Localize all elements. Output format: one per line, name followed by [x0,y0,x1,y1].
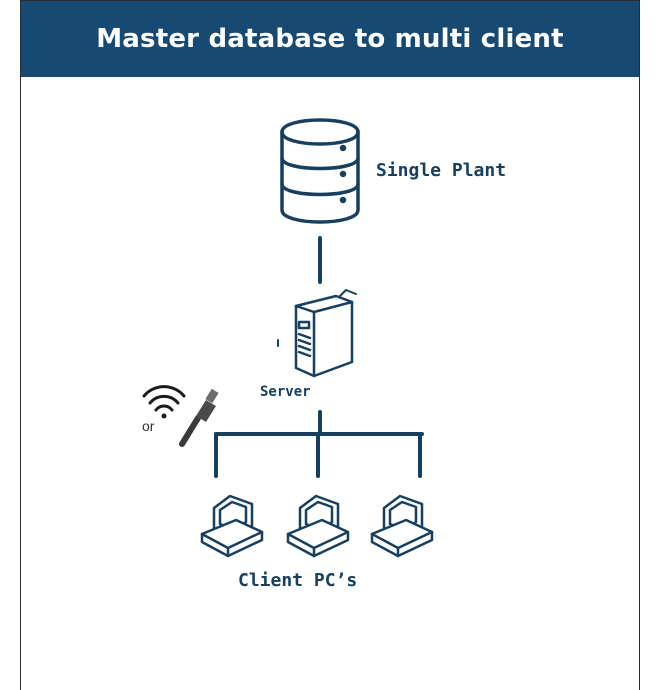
desktop-computer-icon [286,494,350,558]
database-icon [280,118,360,224]
database-label: Single Plant [376,160,507,181]
connection-or-label: or [142,418,155,434]
wifi-icon [142,385,186,419]
header-bar: Master database to multi client [21,1,639,77]
page-title: Master database to multi client [96,24,564,54]
desktop-computer-icon [370,494,434,558]
server-label: Server [260,384,311,400]
desktop-computer-icon [200,494,264,558]
server-tower-icon [294,289,357,378]
clients-label: Client PC’s [238,570,358,591]
server-clients-links [214,410,424,478]
diagram-frame: Master database to multi client [20,0,640,690]
ethernet-cable-icon [179,388,219,447]
